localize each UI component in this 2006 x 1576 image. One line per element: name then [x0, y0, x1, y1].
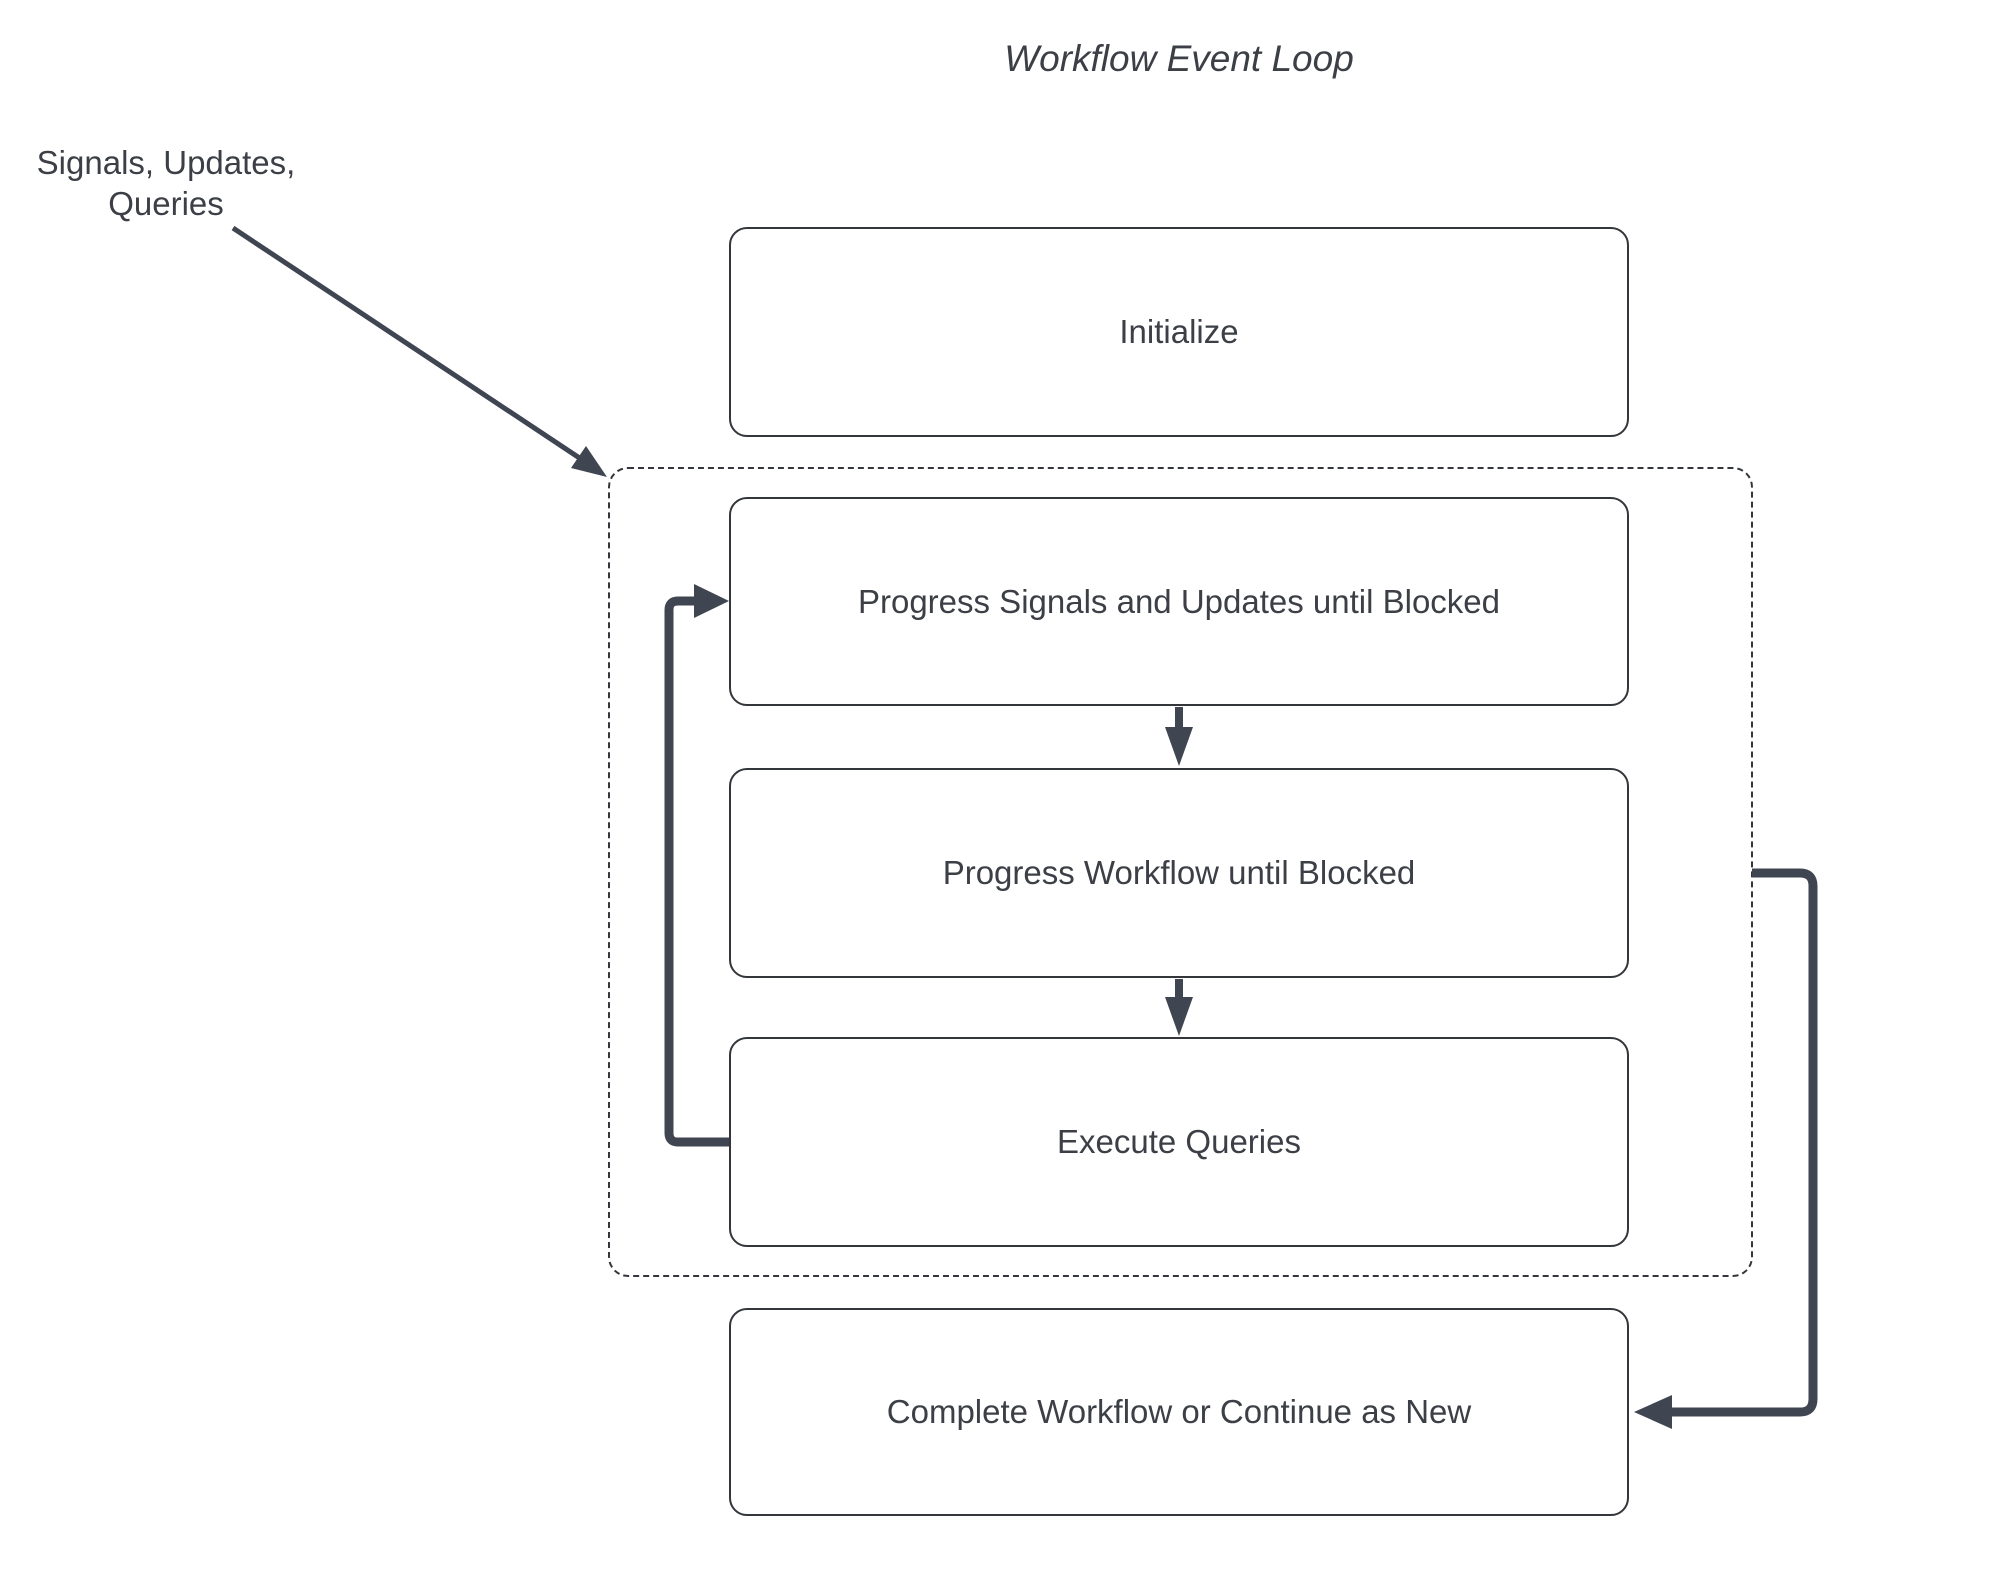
edge-annotation-to-loop-shaft	[231, 225, 583, 462]
node-progress-signals-updates: Progress Signals and Updates until Block…	[729, 497, 1629, 706]
node-execute-queries: Execute Queries	[729, 1037, 1629, 1247]
node-initialize: Initialize	[729, 227, 1629, 437]
edge-annotation-to-loop	[231, 225, 607, 477]
node-progress-signals-updates-label: Progress Signals and Updates until Block…	[857, 582, 1501, 620]
node-complete-workflow: Complete Workflow or Continue as New	[729, 1308, 1629, 1516]
node-initialize-label: Initialize	[1119, 313, 1239, 350]
edge-loop-to-complete-arrowhead	[1634, 1395, 1672, 1429]
edge-annotation-to-loop-arrowhead	[571, 446, 607, 477]
annotation-line-2: Queries	[108, 185, 224, 222]
annotation-line-1: Signals, Updates,	[36, 144, 296, 181]
node-execute-queries-label: Execute Queries	[1057, 1123, 1301, 1160]
diagram-title: Workflow Event Loop	[1004, 38, 1354, 79]
node-complete-workflow-label: Complete Workflow or Continue as New	[886, 1393, 1472, 1430]
node-progress-workflow: Progress Workflow until Blocked	[729, 768, 1629, 978]
annotation-signals-updates-queries: Signals, Updates, Queries	[20, 142, 312, 224]
node-progress-workflow-label: Progress Workflow until Blocked	[942, 854, 1416, 891]
